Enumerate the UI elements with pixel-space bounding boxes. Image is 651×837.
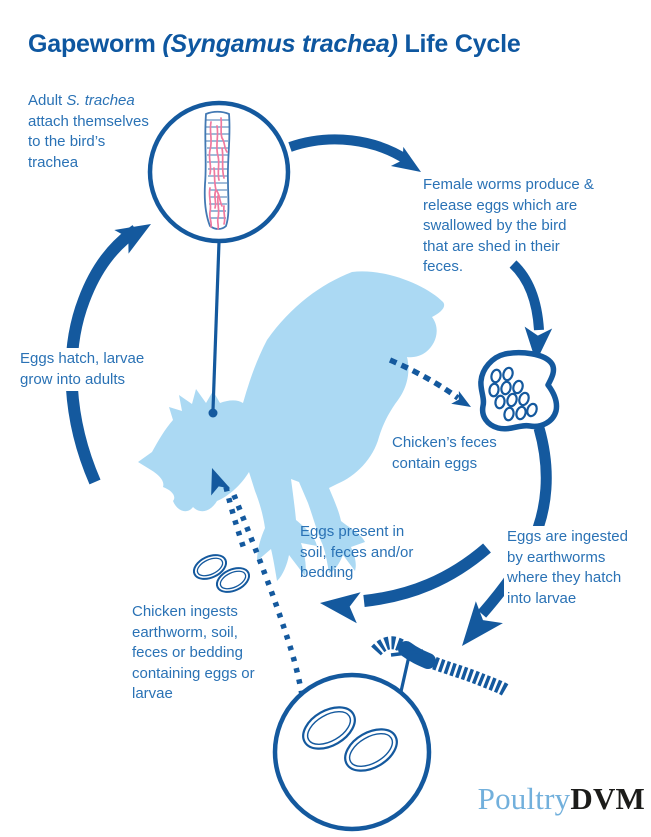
label-adult-prefix: Adult — [28, 92, 67, 109]
arrow-eggs-to-feces — [509, 260, 553, 362]
trachea-callout-line — [208, 241, 221, 418]
eggs-magnified — [272, 672, 432, 832]
earthworm — [371, 636, 511, 697]
label-adult-trachea: Adult S. trachea attach themselves to th… — [28, 91, 152, 173]
arrow-chicken-to-feces-dashed — [388, 357, 471, 407]
arrow-ingestion-dotted — [211, 468, 305, 696]
trachea-illustration — [147, 100, 291, 244]
chicken-silhouette — [138, 271, 445, 581]
label-chicken-ingests: Chicken ingests earthworm, soil, feces o… — [132, 603, 255, 703]
arrow-trachea-to-eggs — [288, 134, 421, 172]
poultrydvm-logo: PoultryDVM — [478, 781, 645, 817]
title-part3: Life Cycle — [397, 30, 521, 58]
label-eggs-hatch: Eggs hatch, larvae grow into adults — [17, 348, 173, 392]
label-adult-species: S. trachea — [66, 92, 135, 109]
title-part2: (Syngamus trachea) — [162, 30, 398, 58]
label-adult-rest: attach themselves to the bird’s trachea — [28, 112, 149, 171]
label-eggs-ingested: Eggs are ingested by earthworms where th… — [504, 526, 638, 611]
logo-poultry: Poultry — [477, 781, 571, 816]
gapeworms-in-trachea — [208, 117, 228, 230]
page-title: Gapeworm (Syngamus trachea) Life Cycle — [28, 30, 521, 59]
arrow-to-soil — [320, 543, 491, 624]
cycle-arrows — [65, 134, 553, 646]
label-chickens-feces: Chicken’s feces contain eggs — [392, 434, 497, 472]
arrow-larvae-to-trachea — [65, 224, 151, 485]
eggs-in-feces — [488, 366, 538, 422]
worm-callout-bar — [390, 649, 424, 657]
feces-blob — [478, 350, 560, 432]
title-part1: Gapeworm — [28, 30, 163, 58]
eggs-in-soil — [192, 554, 251, 593]
label-female-worms: Female worms produce & release eggs whic… — [423, 176, 594, 276]
logo-dvm: DVM — [570, 781, 645, 816]
label-eggs-present: Eggs present in soil, feces and/or beddi… — [300, 523, 414, 582]
worm-callout-line — [398, 655, 411, 697]
